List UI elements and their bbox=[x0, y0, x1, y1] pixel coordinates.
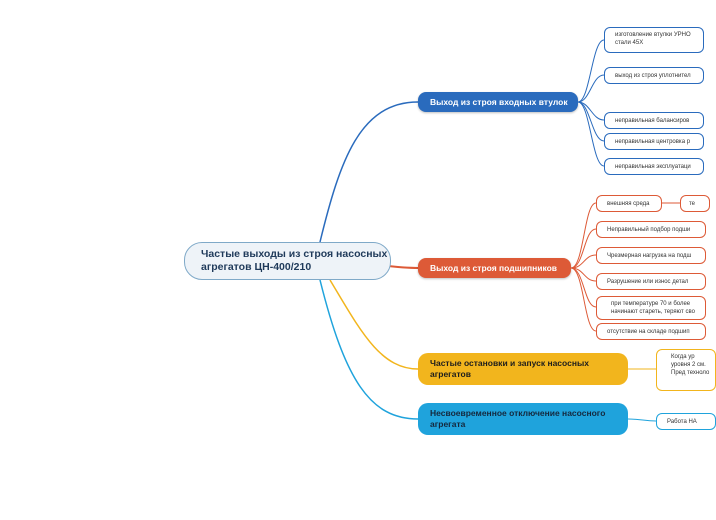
connector-root-branch-1 bbox=[319, 101, 419, 243]
central-topic[interactable]: Частые выходы из строя насосных агрегато… bbox=[184, 242, 391, 280]
leaf-bearing-5[interactable]: при температуре 70 и более начинают стар… bbox=[596, 296, 706, 320]
connector-root-branch-3 bbox=[329, 279, 419, 370]
leaf-bushing-3[interactable]: неправильная балансиров bbox=[604, 112, 704, 129]
connector-red-leaf-2 bbox=[570, 228, 597, 269]
leaf-bearing-6[interactable]: отсутствие на складе подшип bbox=[596, 323, 706, 340]
leaf-bearing-1[interactable]: внешняя среда bbox=[596, 195, 662, 212]
mindmap-connectors bbox=[319, 39, 680, 422]
leaf-bearing-2[interactable]: Неправильный подбор подши bbox=[596, 221, 706, 238]
connector-red-leaf-3 bbox=[570, 254, 597, 269]
branch-bearings[interactable]: Выход из строя подшипников bbox=[418, 258, 571, 278]
branch-frequent-stops[interactable]: Частые остановки и запуск насосных агрег… bbox=[418, 353, 628, 385]
connector-red-leaf-1 bbox=[570, 202, 597, 269]
leaf-bushing-2[interactable]: выход из строя уплотнител bbox=[604, 67, 704, 84]
connector-blue-leaf-5 bbox=[577, 101, 605, 167]
branch-inlet-bushings[interactable]: Выход из строя входных втулок bbox=[418, 92, 578, 112]
leaf-bushing-5[interactable]: неправильная эксплуатаци bbox=[604, 158, 704, 175]
leaf-shutdown-1[interactable]: Работа НА bbox=[656, 413, 716, 430]
leaf-bushing-1[interactable]: изготовление втулки УРНО стали 45Х bbox=[604, 27, 704, 53]
leaf-bearing-3[interactable]: Чрезмерная нагрузка на подш bbox=[596, 247, 706, 264]
connector-cyan-leaf bbox=[627, 418, 657, 422]
branch-untimely-shutdown[interactable]: Несвоевременное отключение насосного агр… bbox=[418, 403, 628, 435]
leaf-bearing-1-sub[interactable]: те bbox=[680, 195, 710, 212]
leaf-bearing-4[interactable]: Разрушение или износ детал bbox=[596, 273, 706, 290]
leaf-stops-1[interactable]: Когда ур уровня 2 см. Пред техноло bbox=[656, 349, 716, 391]
connector-red-leaf-6 bbox=[570, 267, 597, 332]
connector-blue-leaf-1 bbox=[577, 39, 605, 103]
leaf-bushing-4[interactable]: неправильная центровка р bbox=[604, 133, 704, 150]
connector-root-branch-4 bbox=[319, 279, 419, 420]
connector-blue-leaf-2 bbox=[577, 74, 605, 103]
